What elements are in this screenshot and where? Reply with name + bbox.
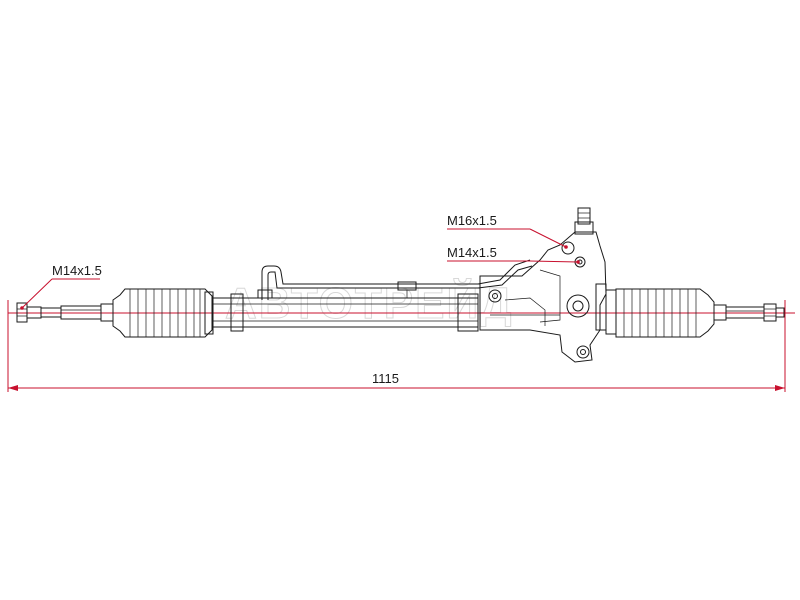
left-thread-callout: M14x1.5 <box>20 263 102 310</box>
overall-length-label: 1115 <box>372 371 399 386</box>
upper-port-callout: M16x1.5 <box>447 213 568 249</box>
watermark: АВТОТРЕЙД <box>225 277 513 328</box>
right-tie-rod <box>713 303 785 322</box>
left-thread-label: M14x1.5 <box>52 263 102 278</box>
upper-port-label: M16x1.5 <box>447 213 497 228</box>
overall-length-dimension: 1115 <box>7 300 786 392</box>
right-bellows-boot <box>605 288 715 338</box>
lower-port-callout: M14x1.5 <box>447 245 580 264</box>
rack-housing <box>212 281 479 332</box>
lower-port-label: M14x1.5 <box>447 245 497 260</box>
hydraulic-lines <box>257 259 533 300</box>
left-bellows-boot <box>112 288 214 338</box>
